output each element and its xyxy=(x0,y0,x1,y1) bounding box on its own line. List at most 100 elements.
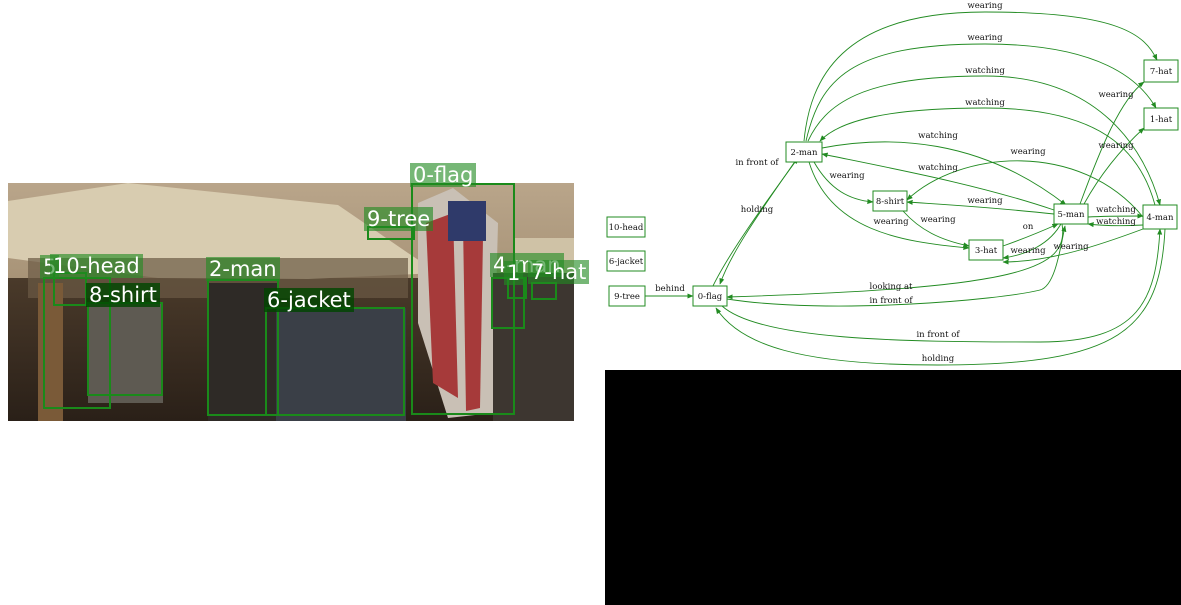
edge-label: behind xyxy=(655,284,685,294)
edge-label: in front of xyxy=(916,330,960,340)
edge-label: watching xyxy=(918,131,958,141)
edge-label: watching xyxy=(965,66,1005,76)
edge-4-man-0-flag xyxy=(715,228,1166,366)
edge-label: wearing xyxy=(1010,246,1046,256)
edge-label: watching xyxy=(965,98,1005,108)
node-1-hat[interactable]: 1-hat xyxy=(1143,107,1179,131)
edge-4-man-2-man xyxy=(819,107,1156,206)
edge-5-man-2-man xyxy=(821,152,1055,211)
edge-label: wearing xyxy=(873,217,909,227)
edge-2-man-0-flag xyxy=(719,159,797,285)
node-box xyxy=(872,190,908,212)
edge-0-flag-4-man xyxy=(721,228,1163,343)
edge-2-man-7-hat xyxy=(803,11,1158,142)
det-label-jacket: 6-jacket xyxy=(264,288,354,312)
edge-2-man-8-shirt xyxy=(813,161,874,205)
node-label: 7-hat xyxy=(1150,67,1173,77)
edge-label: watching xyxy=(1096,205,1136,215)
edge-2-man-1-hat xyxy=(805,43,1157,142)
edge-label: wearing xyxy=(1098,90,1134,100)
person-right xyxy=(493,273,574,421)
edge-5-man-1-hat xyxy=(1083,127,1145,205)
node-label: 5-man xyxy=(1058,210,1085,220)
det-label-flag: 0-flag xyxy=(410,163,477,187)
edge-label: wearing xyxy=(1010,147,1046,157)
edge-2-man-4-man xyxy=(807,75,1161,206)
edge-5-man-8-shirt xyxy=(906,199,1055,215)
node-box xyxy=(968,239,1004,261)
det-label-shirt: 8-shirt xyxy=(86,283,160,307)
node-box xyxy=(1142,204,1178,230)
node-2-man[interactable]: 2-man xyxy=(785,141,823,163)
edge-label: wearing xyxy=(967,196,1003,206)
node-box xyxy=(692,285,728,307)
node-0-flag[interactable]: 0-flag xyxy=(692,285,728,307)
edge-label: wearing xyxy=(920,215,956,225)
node-box xyxy=(606,216,646,238)
edge-label: wearing xyxy=(1098,141,1134,151)
node-9-tree[interactable]: 9-tree xyxy=(608,285,646,307)
flag-stripe-2 xyxy=(463,223,483,411)
det-label-hat1: 1 xyxy=(504,261,524,285)
edge-label: looking at xyxy=(870,282,914,292)
edge-label: wearing xyxy=(967,33,1003,43)
edge-label: in front of xyxy=(869,296,913,306)
edge-5-man-0-flag xyxy=(726,223,1064,300)
node-label: 0-flag xyxy=(698,292,723,302)
annotated-photo: 0-flag 9-tree 5 10-head 8-shirt 2-man 6-… xyxy=(8,163,590,421)
flag-stripe-1 xyxy=(426,213,458,398)
node-label: 2-man xyxy=(791,148,818,158)
node-5-man[interactable]: 5-man xyxy=(1053,203,1089,225)
node-box xyxy=(1053,203,1089,225)
black-panel xyxy=(605,370,1181,605)
bbox-man5 xyxy=(43,277,111,409)
node-label: 1-hat xyxy=(1150,115,1173,125)
edge-label: holding xyxy=(922,354,955,364)
edge-8-shirt-3-hat xyxy=(902,210,970,248)
edge-5-man-7-hat xyxy=(1079,81,1145,205)
node-box xyxy=(608,285,646,307)
det-label-man2: 2-man xyxy=(206,257,280,281)
det-label-tree: 9-tree xyxy=(364,207,434,231)
node-label: 4-man xyxy=(1147,213,1174,223)
edge-label: watching xyxy=(918,163,958,173)
node-7-hat[interactable]: 7-hat xyxy=(1143,59,1179,83)
edge-4-man-5-man xyxy=(1087,222,1144,228)
node-6-jacket[interactable]: 6-jacket xyxy=(606,250,646,272)
person-shirt xyxy=(88,303,163,403)
node-box xyxy=(1143,107,1179,131)
edge-5-man-4-man xyxy=(1087,213,1144,219)
edge-3-hat-5-man xyxy=(1002,223,1059,247)
det-label-hat7: 7-hat xyxy=(528,260,590,284)
node-label: 6-jacket xyxy=(609,257,644,267)
node-label: 10-head xyxy=(609,223,644,233)
node-8-shirt[interactable]: 8-shirt xyxy=(872,190,908,212)
edge-label: in front of xyxy=(735,158,779,168)
node-label: 3-hat xyxy=(975,246,998,256)
flag-canton xyxy=(448,201,486,241)
edge-4-man-8-shirt xyxy=(906,160,1144,218)
node-4-man[interactable]: 4-man xyxy=(1142,204,1178,230)
edge-label: watching xyxy=(1096,217,1136,227)
det-label-head: 10-head xyxy=(50,254,143,278)
node-box xyxy=(606,250,646,272)
edge-4-man-3-hat xyxy=(1002,228,1144,265)
node-3-hat[interactable]: 3-hat xyxy=(968,239,1004,261)
edge-2-man-5-man xyxy=(821,141,1067,206)
node-label: 8-shirt xyxy=(876,197,905,207)
pole xyxy=(38,283,63,421)
edge-label: wearing xyxy=(1053,242,1089,252)
node-box xyxy=(1143,59,1179,83)
node-box xyxy=(785,141,823,163)
scene-graph: wearing wearing watching watching watching wa… xyxy=(606,1,1179,366)
edge-2-man-3-hat xyxy=(808,161,970,251)
edge-5-man-3-hat xyxy=(1002,221,1063,260)
edge-label: on xyxy=(1023,222,1034,232)
edge-label: holding xyxy=(741,205,774,215)
person-jacket xyxy=(276,308,406,421)
edge-0-flag-2-man xyxy=(711,157,799,289)
edge-label: wearing xyxy=(829,171,865,181)
edge-label: wearing xyxy=(967,1,1003,11)
node-10-head[interactable]: 10-head xyxy=(606,216,646,238)
edge-0-flag-5-man xyxy=(726,225,1067,307)
